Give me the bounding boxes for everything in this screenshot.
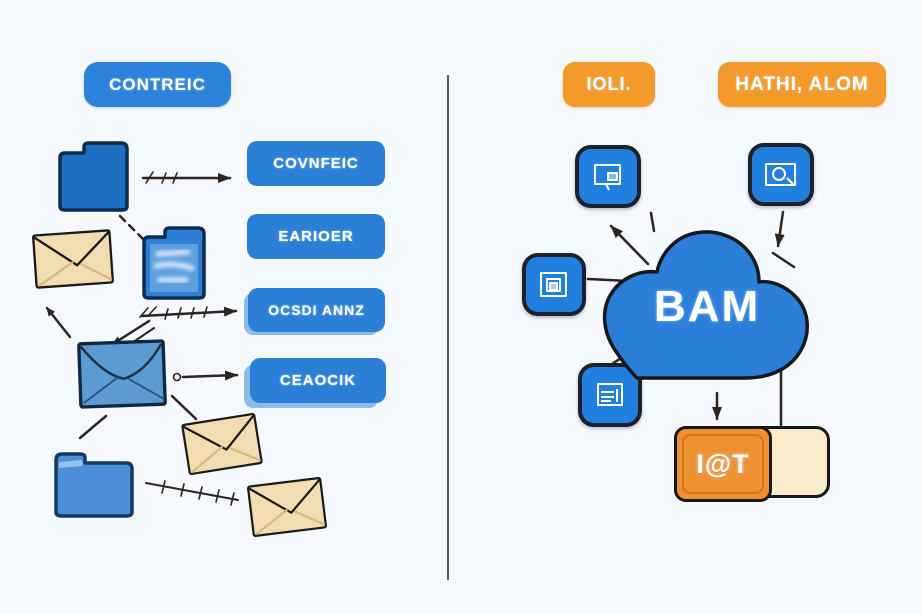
right-button-2: HATHI, ALOM (718, 62, 886, 107)
folder-open-icon (54, 452, 134, 518)
iot-label: I@T (696, 448, 750, 479)
envelope-icon (181, 412, 263, 476)
flow-label-1: COVNFEIC (247, 141, 385, 186)
iot-inner-border (682, 434, 764, 494)
device-square-2 (748, 143, 814, 206)
envelope-icon (247, 477, 327, 537)
window-icon (597, 383, 623, 406)
folder-icon (58, 141, 129, 212)
flow-label-2-text: EARIOER (278, 228, 354, 245)
flow-label-3: OCSDI ANNZ (248, 288, 385, 332)
cloud-label-text: BAM (653, 282, 761, 331)
device-square-4 (578, 363, 642, 427)
flow-label-1-text: COVNFEIC (273, 155, 359, 172)
iot-orange-tile: I@T (674, 426, 772, 502)
camera-icon (765, 162, 796, 186)
envelope-icon (32, 229, 114, 289)
flow-label-2: EARIOER (247, 214, 385, 259)
device-square-1 (575, 145, 641, 208)
flow-label-4-text: CEAOCIK (279, 372, 357, 389)
right-button-2-label: HATHI, ALOM (735, 73, 869, 95)
layers-icon (540, 271, 567, 297)
folder-document-icon (142, 226, 206, 300)
flow-label-3-text: OCSDI ANNZ (268, 302, 365, 318)
envelope-blue-icon (77, 339, 167, 409)
cloud-icon (602, 230, 809, 380)
cloud-label: BAM (632, 282, 782, 332)
right-button-1: IOLI. (563, 62, 655, 107)
monitor-icon (594, 163, 621, 190)
flow-label-4: CEAOCIK (250, 358, 386, 403)
right-button-1-label: IOLI. (586, 74, 632, 94)
left-title-button: CONTREIC (84, 62, 231, 107)
panel-divider (447, 75, 449, 580)
device-square-3 (522, 253, 586, 316)
left-title-label: CONTREIC (109, 74, 206, 94)
iot-box: I@T (674, 426, 830, 502)
